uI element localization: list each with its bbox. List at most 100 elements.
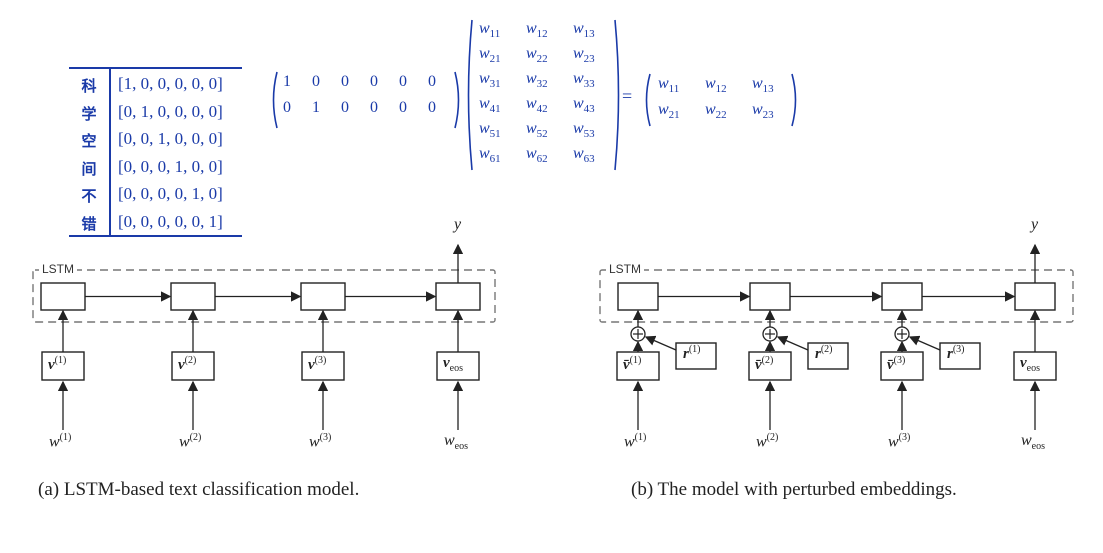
- input-symbol: w: [756, 433, 767, 451]
- lstm-cell: [40, 282, 86, 311]
- weight-index: 32: [536, 78, 548, 91]
- weight-symbol: w: [479, 95, 490, 112]
- weight-index: 62: [536, 153, 548, 166]
- right-paren: [791, 73, 797, 127]
- input-symbol: w: [1021, 432, 1032, 449]
- weight-entry: w62: [526, 145, 548, 165]
- weight-index: 11: [668, 83, 680, 96]
- embedding-label: v̄(3): [887, 355, 905, 374]
- embedding-index: (1): [54, 355, 67, 366]
- perturbation-symbol: r: [683, 346, 689, 362]
- left-paren: [467, 19, 473, 171]
- perturbation-label: r(1): [683, 344, 701, 363]
- input-word-label: w(1): [624, 432, 646, 451]
- perturbation-box: [939, 342, 981, 370]
- weight-symbol: w: [526, 70, 537, 87]
- embedding-box: [171, 351, 215, 381]
- input-index: (3): [319, 432, 332, 443]
- input-index: (2): [189, 432, 202, 443]
- weight-index: 33: [583, 78, 595, 91]
- weight-index: 42: [536, 103, 548, 116]
- input-word-label: w(3): [888, 432, 910, 451]
- weight-entry: w41: [479, 95, 501, 115]
- perturbation-symbol: r: [815, 346, 821, 362]
- right-paren: [614, 19, 620, 171]
- right-paren: [454, 71, 460, 129]
- lstm-diagram-a-graphics: [32, 243, 496, 430]
- table-row: 间[0, 0, 0, 1, 0, 0]: [69, 155, 242, 182]
- weight-symbol: w: [526, 45, 537, 62]
- weight-entry: w63: [573, 145, 595, 165]
- weight-entry: w23: [573, 45, 595, 65]
- embedding-box: [436, 351, 480, 381]
- weight-index: 51: [489, 128, 501, 141]
- matrix-entry: 0: [399, 73, 407, 90]
- output-label: y: [1031, 216, 1039, 233]
- weight-entry: w52: [526, 120, 548, 140]
- weight-entry: w32: [526, 70, 548, 90]
- input-word-label: w(2): [756, 432, 778, 451]
- weight-symbol: w: [752, 75, 763, 92]
- matrix-entry: 0: [341, 99, 349, 116]
- weight-symbol: w: [705, 101, 716, 118]
- weight-symbol: w: [479, 20, 490, 37]
- weight-symbol: w: [658, 75, 669, 92]
- weight-index: 31: [489, 78, 501, 91]
- perturbation-box: [807, 342, 849, 370]
- embedding-subscript: eos: [1026, 363, 1041, 374]
- weight-symbol: w: [573, 95, 584, 112]
- lstm-cell: [300, 282, 346, 311]
- lstm-label: LSTM: [39, 262, 78, 276]
- row-onehot-vector: [0, 0, 1, 0, 0, 0]: [118, 129, 223, 148]
- matrix-brackets: [272, 19, 797, 171]
- perturbation-index: (1): [688, 344, 701, 355]
- row-character: 间: [81, 159, 97, 178]
- input-word-label: weos: [1021, 432, 1045, 452]
- weight-index: 12: [536, 28, 548, 41]
- input-symbol: w: [309, 433, 320, 451]
- embedding-box: [301, 351, 345, 381]
- matrix-entry: 1: [283, 73, 291, 90]
- weight-index: 21: [489, 53, 501, 66]
- weight-symbol: w: [573, 20, 584, 37]
- row-onehot-vector: [0, 0, 0, 0, 1, 0]: [118, 184, 223, 203]
- weight-symbol: w: [573, 145, 584, 162]
- equals-sign: =: [622, 86, 633, 106]
- embedding-index: (3): [893, 355, 906, 366]
- caption-a: (a) LSTM-based text classification model…: [38, 479, 360, 500]
- perturbation-index: (2): [820, 344, 833, 355]
- weight-entry: w33: [573, 70, 595, 90]
- perturbation-arrow: [908, 335, 941, 351]
- weight-symbol: w: [573, 120, 584, 137]
- weight-index: 12: [715, 83, 727, 96]
- perturbation-label: r(2): [815, 344, 833, 363]
- row-onehot-vector: [0, 1, 0, 0, 0, 0]: [118, 101, 223, 121]
- embedding-symbol: v̄: [623, 357, 630, 373]
- perturbation-arrow: [644, 335, 677, 351]
- input-word-label: weos: [444, 432, 468, 452]
- input-symbol: w: [888, 433, 899, 451]
- weight-symbol: w: [658, 101, 669, 118]
- input-index: (1): [634, 432, 647, 443]
- weight-entry: w43: [573, 95, 595, 115]
- lstm-cell: [617, 282, 659, 311]
- weight-entry: w22: [526, 45, 548, 65]
- matrix-entry: 1: [312, 99, 320, 116]
- lstm-cell: [1014, 282, 1056, 311]
- row-character: 学: [81, 104, 97, 123]
- embedding-symbol: v: [1020, 355, 1027, 371]
- perturbation-arrow: [776, 335, 809, 351]
- weight-index: 22: [715, 109, 727, 122]
- perturbation-label: r(3): [947, 344, 965, 363]
- embedding-symbol: v: [178, 357, 185, 373]
- input-symbol: w: [444, 432, 455, 449]
- weight-index: 61: [489, 153, 501, 166]
- input-subscript: eos: [1031, 441, 1046, 453]
- row-onehot-vector: [1, 0, 0, 0, 0, 0]: [118, 74, 223, 93]
- weight-symbol: w: [752, 101, 763, 118]
- perturbation-box: [675, 342, 717, 370]
- perturbation-symbol: r: [947, 346, 953, 362]
